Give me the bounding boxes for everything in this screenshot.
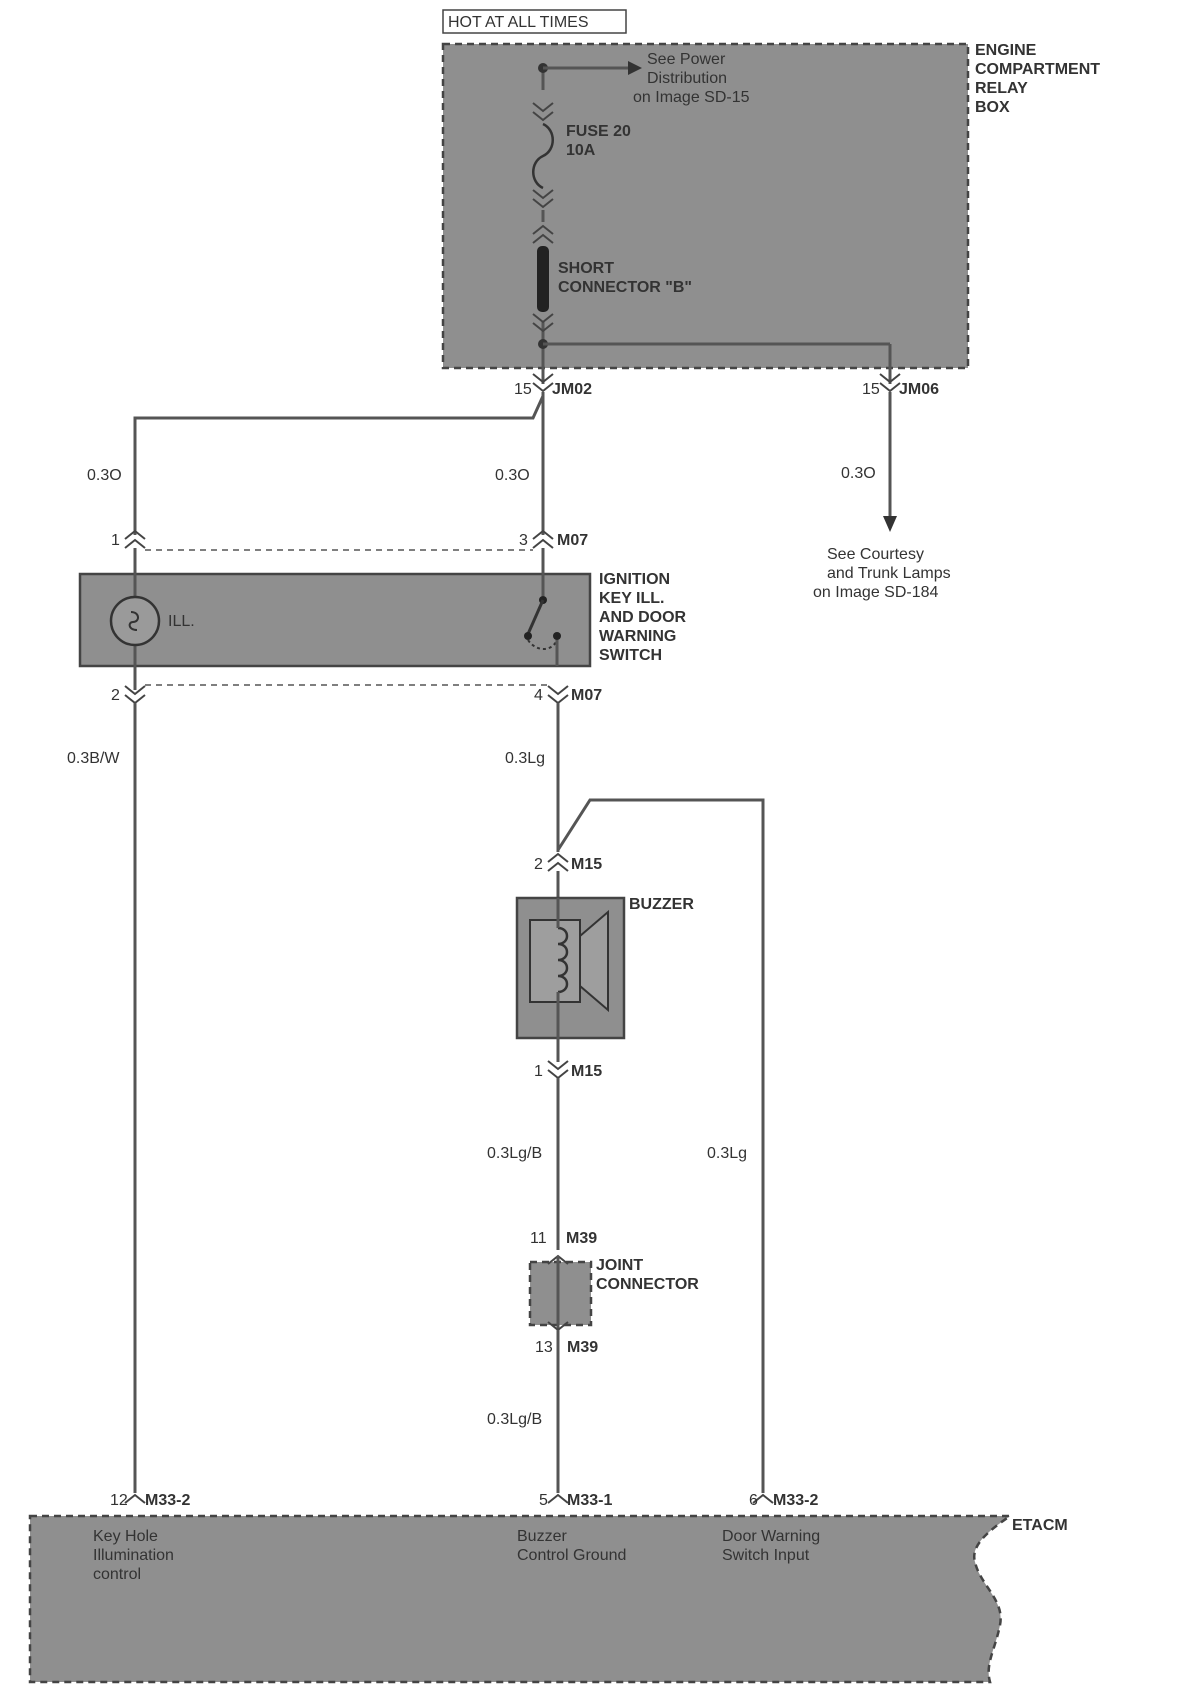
- m33-mid-pin: 5: [539, 1492, 548, 1509]
- etacm-door-warning: Door Warning Switch Input: [722, 1528, 825, 1564]
- ill-label: ILL.: [168, 613, 195, 630]
- m07-top-right-name: M07: [557, 532, 588, 549]
- relay-box-name: ENGINE COMPARTMENT RELAY BOX: [975, 42, 1104, 116]
- etacm-label: ETACM: [1012, 1517, 1068, 1534]
- joint-connector-label: JOINT CONNECTOR: [596, 1257, 699, 1293]
- see-power-note: See Power Distribution on Image SD-15: [633, 51, 750, 106]
- buzzer-label: BUZZER: [629, 896, 694, 913]
- m15-bottom-name: M15: [571, 1063, 602, 1080]
- ignition-switch-name: IGNITION KEY ILL. AND DOOR WARNING SWITC…: [599, 571, 691, 664]
- m39-bottom-name: M39: [567, 1339, 598, 1356]
- courtesy-note: See Courtesy and Trunk Lamps on Image SD…: [813, 546, 955, 601]
- connector-m33-right: [752, 1493, 774, 1504]
- m07-top-left-pin: 1: [111, 532, 120, 549]
- speaker-horn-icon: [579, 909, 609, 1013]
- jm06-pin: 15: [862, 381, 880, 398]
- m07-bottom-right-name: M07: [571, 687, 602, 704]
- wire-label-right-top: 0.3O: [841, 465, 876, 482]
- arrow-down-icon: [883, 516, 897, 532]
- connector-m07-bottom-right: [547, 685, 569, 705]
- wire-label-right-low: 0.3Lg: [707, 1145, 747, 1162]
- wire-label-mid-bottom: 0.3Lg/B: [487, 1411, 542, 1428]
- wire-label-left-low: 0.3B/W: [67, 750, 120, 767]
- etacm-box: [28, 1514, 1014, 1684]
- ignition-switch-box: [78, 572, 592, 668]
- hot-label-frame: [442, 9, 627, 34]
- m33-left-pin: 12: [110, 1492, 128, 1509]
- connector-jm06: [879, 373, 901, 393]
- connector-m15-top: [547, 852, 569, 872]
- switch-blade: [526, 599, 545, 635]
- jm06-name: JM06: [899, 381, 939, 398]
- m39-bottom-pin: 13: [535, 1339, 553, 1356]
- fuse-label: FUSE 20 10A: [566, 123, 635, 159]
- jm02-pin: 15: [514, 381, 532, 398]
- jm02-name: JM02: [552, 381, 592, 398]
- m39-top-name: M39: [566, 1230, 597, 1247]
- wire-orange-left: [133, 392, 545, 535]
- connector-m33-mid: [547, 1493, 569, 1504]
- m15-top-pin: 2: [534, 856, 543, 873]
- m15-top-name: M15: [571, 856, 602, 873]
- etacm-key-hole: Key Hole Illumination control: [93, 1528, 178, 1583]
- wire-label-mid-low: 0.3Lg/B: [487, 1145, 542, 1162]
- hot-label: HOT AT ALL TIMES: [448, 14, 589, 31]
- fuse-symbol: [532, 122, 554, 190]
- m33-right-name: M33-2: [773, 1492, 818, 1509]
- m07-bottom-right-pin: 4: [534, 687, 543, 704]
- m33-right-pin: 6: [749, 1492, 758, 1509]
- joint-connector-box: [528, 1260, 593, 1327]
- short-connector-label: SHORT CONNECTOR "B": [558, 260, 692, 296]
- wire-label-mid-top: 0.3O: [495, 467, 530, 484]
- connector-jm02: [532, 373, 554, 393]
- m07-bottom-left-pin: 2: [111, 687, 120, 704]
- wire-label-left-top: 0.3O: [87, 467, 122, 484]
- m15-bottom-pin: 1: [534, 1063, 543, 1080]
- arrow-right-icon: [628, 61, 642, 75]
- m07-top-right-pin: 3: [519, 532, 528, 549]
- m33-left-name: M33-2: [145, 1492, 190, 1509]
- buzzer-coil-icon: [557, 926, 569, 994]
- connector-m15-bottom: [547, 1060, 569, 1080]
- etacm-buzzer-ground: Buzzer Control Ground: [517, 1528, 626, 1564]
- connector-m07-top-right: [532, 529, 554, 549]
- wire-label-mid-mid: 0.3Lg: [505, 750, 545, 767]
- m33-mid-name: M33-1: [567, 1492, 612, 1509]
- connector-m07-top-left: [124, 529, 146, 549]
- m39-top-pin: 11: [530, 1230, 547, 1247]
- wire-lg-right: [556, 798, 765, 1493]
- short-connector-b: [537, 246, 549, 312]
- connector-m33-left: [124, 1493, 146, 1504]
